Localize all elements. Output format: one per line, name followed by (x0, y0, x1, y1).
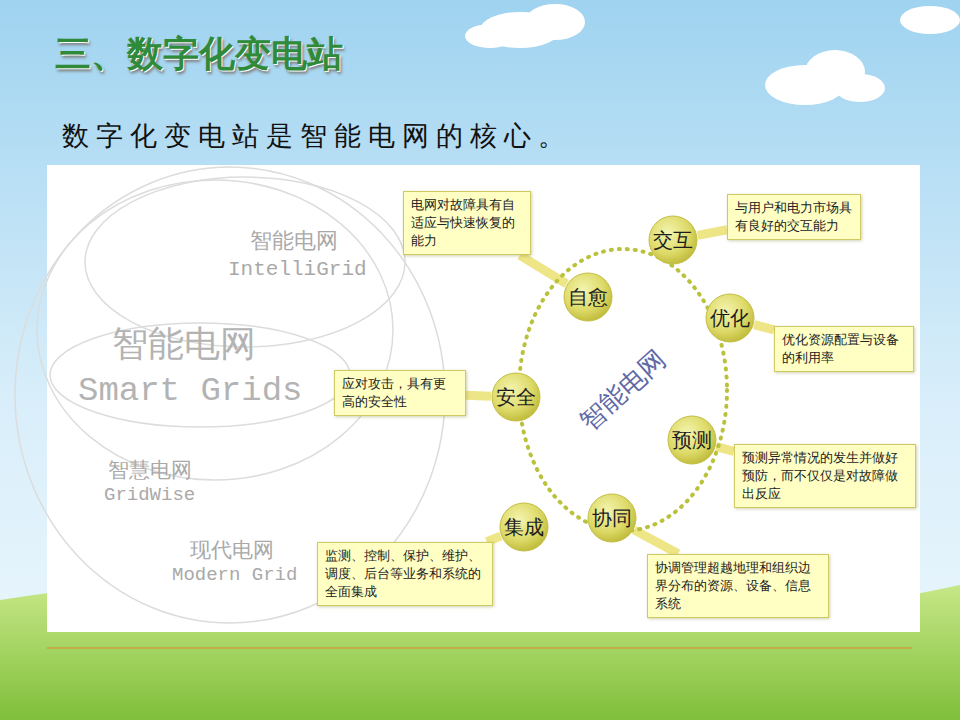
diagram-panel (47, 165, 920, 632)
node-label: 预测 (672, 427, 712, 454)
grid-name: Modern Grid (172, 564, 297, 586)
node-label: 集成 (504, 514, 544, 541)
clouds (465, 4, 960, 105)
feature-circle: 集成 (499, 502, 549, 552)
grid-name: Smart Grids (78, 372, 302, 410)
callout-text: 协调管理超越地理和组织边界分布的资源、设备、信息系统 (655, 559, 821, 614)
feature-circle: 交互 (648, 215, 698, 265)
callout-text: 与用户和电力市场具有良好的交互能力 (735, 199, 853, 235)
node-label: 智能电网 (573, 342, 674, 438)
grid-ring: 智能电网 (515, 245, 731, 535)
node-label: 安全 (496, 384, 536, 411)
feature-circle: 优化 (705, 293, 755, 343)
grid-name: GridWise (104, 484, 195, 506)
callout-box: 优化资源配置与设备的利用率 (774, 326, 914, 372)
slide-title: 三、数字化变电站 (55, 30, 343, 79)
callout-box: 应对攻击，具有更高的安全性 (334, 370, 466, 416)
node-label: 优化 (710, 305, 750, 332)
callout-text: 监测、控制、保护、维护、调度、后台等业务和系统的全面集成 (325, 547, 485, 602)
leader-connector (754, 325, 774, 330)
grid-name: 智能电网 (250, 226, 338, 256)
leader-connector (698, 230, 727, 236)
feature-circle: 预测 (667, 415, 717, 465)
leader-connector (634, 530, 678, 554)
callout-box: 预测异常情况的发生并做好预防，而不仅仅是对故障做出反应 (734, 444, 916, 509)
grid-name: 智能电网 (112, 320, 256, 369)
node-label: 自愈 (568, 284, 608, 311)
callout-text: 优化资源配置与设备的利用率 (782, 331, 906, 367)
footer-rule (47, 647, 912, 649)
callout-text: 应对攻击，具有更高的安全性 (342, 375, 458, 411)
callout-box: 协调管理超越地理和组织边界分布的资源、设备、信息系统 (647, 554, 829, 619)
callout-text: 预测异常情况的发生并做好预防，而不仅仅是对故障做出反应 (742, 449, 908, 504)
feature-circle: 自愈 (563, 272, 613, 322)
feature-circle: 安全 (491, 372, 541, 422)
leader-connector (520, 255, 567, 284)
grid-name: 现代电网 (190, 536, 274, 564)
callout-box: 监测、控制、保护、维护、调度、后台等业务和系统的全面集成 (317, 542, 493, 607)
callout-text: 电网对故障具有自适应与快速恢复的能力 (411, 196, 523, 251)
feature-circle: 协同 (587, 493, 637, 543)
subtitle: 数字化变电站是智能电网的核心。 (62, 118, 572, 154)
grid-name: IntelliGrid (228, 258, 367, 281)
callout-box: 与用户和电力市场具有良好的交互能力 (727, 194, 861, 240)
leader-connector (466, 391, 491, 401)
node-label: 交互 (653, 227, 693, 254)
grid-name: 智慧电网 (108, 456, 192, 484)
callout-box: 电网对故障具有自适应与快速恢复的能力 (403, 191, 531, 256)
node-label: 协同 (592, 505, 632, 532)
